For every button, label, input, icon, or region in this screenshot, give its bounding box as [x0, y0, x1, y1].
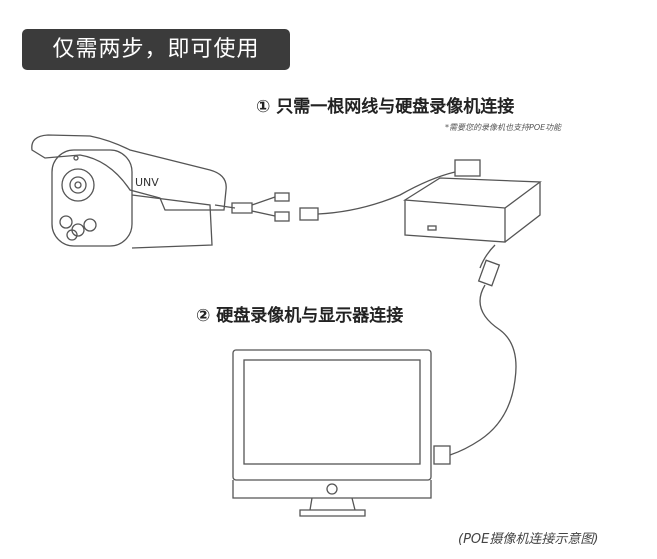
monitor-icon [232, 349, 432, 517]
step-1-label: ① 只需一根网线与硬盘录像机连接 [256, 97, 515, 117]
hdmi-cable-icon [433, 259, 517, 465]
camera-icon: UNV [31, 134, 456, 249]
step-1-note: *需要您的录像机也支持POE功能 [445, 123, 562, 132]
diagram-caption: (POE摄像机连接示意图) [458, 532, 599, 547]
nvr-icon [402, 159, 542, 269]
title-banner: 仅需两步，即可使用 [22, 29, 290, 70]
step-2-label: ② 硬盘录像机与显示器连接 [196, 306, 404, 326]
camera-logo: UNV [135, 176, 159, 189]
